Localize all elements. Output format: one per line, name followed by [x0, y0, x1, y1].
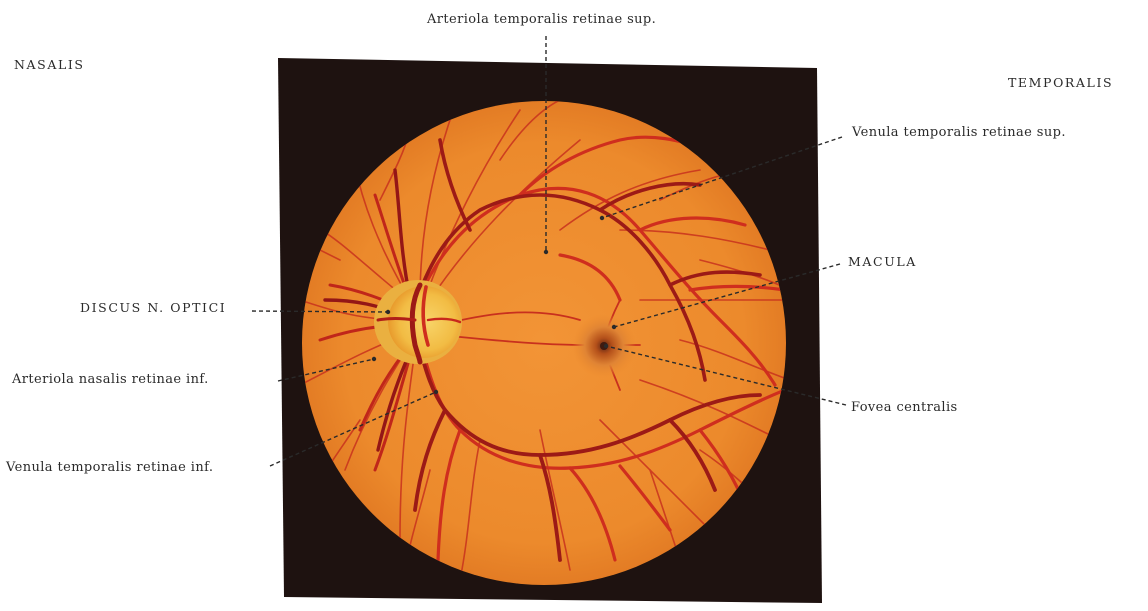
macula-label: MACULA	[848, 254, 917, 269]
venula-temporalis-inf-label: Venula temporalis retinae inf.	[6, 460, 213, 475]
discus-label: DISCUS N. OPTICI	[80, 300, 226, 315]
temporalis-label: TEMPORALIS	[1008, 75, 1113, 90]
nasalis-label: NASALIS	[14, 57, 85, 72]
arteriola-nasalis-inf-label: Arteriola nasalis retinae inf.	[12, 372, 209, 387]
venula-temporalis-sup-label: Venula temporalis retinae sup.	[852, 125, 1066, 140]
arteriola-temporalis-sup-label: Arteriola temporalis retinae sup.	[427, 12, 656, 27]
fovea-label: Fovea centralis	[851, 400, 958, 415]
